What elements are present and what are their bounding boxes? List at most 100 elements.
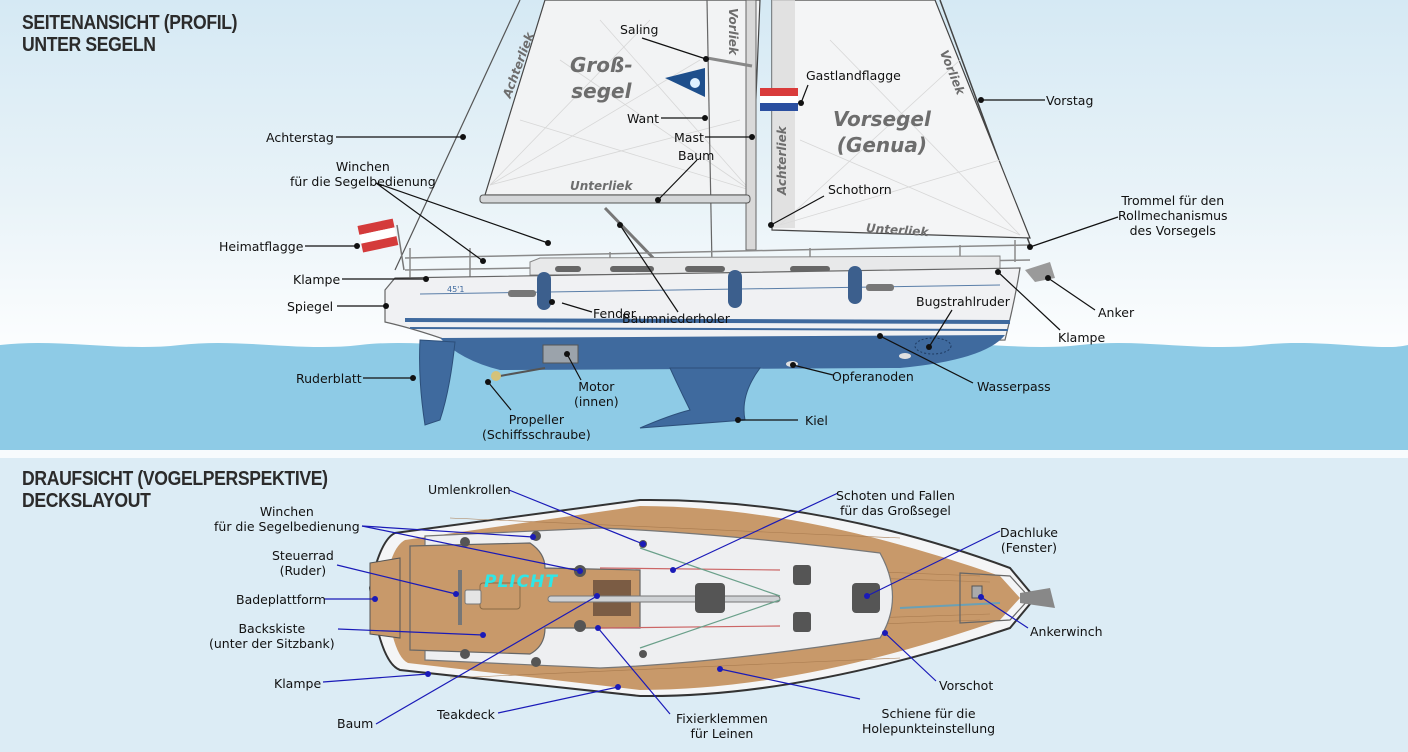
label-backskiste-line2: (unter der Sitzbank) [209, 636, 335, 651]
side-view-title-line2: UNTER SEGELN [22, 34, 156, 56]
label-winchen-top-line1: Winchen [259, 504, 314, 519]
label-achterstag: Achterstag [266, 130, 334, 145]
burgee [665, 68, 705, 97]
boom [479, 194, 751, 204]
main-foot-label: Unterliek [570, 179, 633, 193]
bow-anchor [1020, 588, 1055, 608]
propeller [491, 371, 501, 381]
label-klampe-bug: Klampe [1058, 330, 1106, 345]
hull-stripes [404, 318, 1011, 324]
label-baum: Baum [678, 148, 715, 163]
label-mast: Mast [674, 130, 704, 145]
label-anker: Anker [1098, 305, 1135, 320]
foresail-label: Vorsegel (Genua) [833, 106, 931, 158]
leader-lines [305, 37, 1119, 421]
steering-wheel [458, 570, 462, 625]
guest-flag [760, 88, 798, 111]
label-opferanoden: Opferanoden [832, 369, 914, 384]
label-heimatflagge: Heimatflagge [219, 239, 304, 254]
label-baum-top: Baum [337, 716, 374, 731]
label-steuerrad-line2: (Ruder) [279, 563, 327, 578]
leader-lines-blue [322, 489, 1029, 725]
label-schoten-line2: für das Großsegel [840, 503, 951, 518]
underwater-hull [440, 335, 1005, 370]
label-fixierklemmen-line2: für Leinen [690, 726, 754, 741]
label-dachluke-line1: Dachluke [1000, 525, 1058, 540]
top-view-title-line2: DECKSLAYOUT [22, 490, 151, 512]
label-trommel-line3: des Vorsegels [1129, 223, 1216, 238]
sheets [599, 547, 1001, 649]
top-view-illustration [322, 489, 1055, 725]
label-badeplattform: Badeplattform [236, 592, 326, 607]
label-backskiste: Backskiste (unter der Sitzbank) [209, 621, 335, 651]
label-dachluke: Dachluke (Fenster) [1000, 525, 1058, 555]
mainsail-label-line1: Groß- [570, 53, 633, 77]
label-vorschot: Vorschot [939, 678, 994, 693]
leader-dots [354, 56, 1051, 423]
label-gastlandflagge: Gastlandflagge [806, 68, 901, 83]
label-ankerwinch: Ankerwinch [1030, 624, 1103, 639]
label-winchen-line2: für die Segelbedienung [290, 174, 436, 189]
boom-vang [603, 206, 662, 267]
label-schiene-line1: Schiene für die [881, 706, 976, 721]
label-kiel: Kiel [805, 413, 828, 428]
label-propeller: Propeller (Schiffsschraube) [482, 412, 591, 442]
label-winchen-top-line2: für die Segelbedienung [214, 519, 360, 534]
bow-pulpit [959, 572, 1031, 624]
label-propeller-line2: (Schiffsschraube) [482, 427, 591, 442]
foresail-label-line1: Vorsegel [833, 107, 931, 131]
label-trommel: Trommel für den Rollmechanismus des Vors… [1118, 193, 1228, 238]
label-fixierklemmen-line1: Fixierklemmen [676, 711, 768, 726]
label-motor-line1: Motor [578, 379, 615, 394]
fender [537, 272, 551, 310]
label-schiene-line2: Holepunkteinstellung [862, 721, 996, 736]
main-luff-label: Vorliek [726, 8, 740, 55]
label-bugstrahlruder: Bugstrahlruder [916, 294, 1010, 309]
label-ruderblatt: Ruderblatt [296, 371, 362, 386]
label-want: Want [627, 111, 660, 126]
label-schoten: Schoten und Fallen für das Großsegel [836, 488, 955, 518]
label-schothorn: Schothorn [828, 182, 892, 197]
leader-dots-blue [372, 534, 984, 690]
label-klampe-top: Klampe [274, 676, 322, 691]
section-divider [0, 450, 1408, 458]
label-trommel-line2: Rollmechanismus [1118, 208, 1228, 223]
label-motor: Motor (innen) [574, 379, 619, 409]
foresail-label-line2: (Genua) [836, 133, 928, 157]
shroud [706, 0, 713, 266]
label-winchen-line1: Winchen [335, 159, 390, 174]
cockpit-label: PLICHT [484, 572, 558, 592]
label-umlenkrollen: Umlenkrollen [428, 482, 511, 497]
label-trommel-line1: Trommel für den [1121, 193, 1225, 208]
side-view-panel: SEITENANSICHT (PROFIL) UNTER SEGELN [0, 0, 1408, 450]
label-klampe-heck: Klampe [293, 272, 341, 287]
label-winchen-top: Winchen für die Segelbedienung [214, 504, 360, 534]
fender [728, 270, 742, 308]
hatch [793, 565, 811, 585]
top-view-panel: DRAUFSICHT (VOGELPERSPEKTIVE) DECKSLAYOU… [0, 458, 1408, 752]
spreader [706, 56, 753, 68]
side-view-title-line1: SEITENANSICHT (PROFIL) [22, 12, 238, 34]
keel [639, 367, 761, 429]
hatch [695, 583, 725, 613]
label-saling: Saling [620, 22, 659, 37]
label-motor-line2: (innen) [574, 394, 619, 409]
label-steuerrad-line1: Steuerrad [272, 548, 334, 563]
mast [745, 0, 757, 251]
label-dachluke-line2: (Fenster) [1000, 540, 1058, 555]
label-spiegel: Spiegel [287, 299, 334, 314]
top-boom [547, 595, 781, 603]
label-steuerrad: Steuerrad (Ruder) [272, 548, 334, 578]
mainsail-label-line2: segel [571, 79, 632, 103]
label-wasserpass: Wasserpass [977, 379, 1051, 394]
rudder [419, 339, 456, 426]
label-teakdeck: Teakdeck [437, 707, 495, 722]
label-schiene: Schiene für die Holepunkteinstellung [862, 706, 995, 736]
backstay [394, 0, 521, 271]
fender [848, 266, 862, 304]
label-winchen: Winchen für die Segelbedienung [290, 159, 436, 189]
side-view-title: SEITENANSICHT (PROFIL) UNTER SEGELN [22, 12, 238, 56]
label-propeller-line1: Propeller [508, 412, 564, 427]
side-view-illustration: 45'1 [0, 0, 1408, 450]
label-baumniederholer: Baumniederholer [622, 311, 730, 326]
